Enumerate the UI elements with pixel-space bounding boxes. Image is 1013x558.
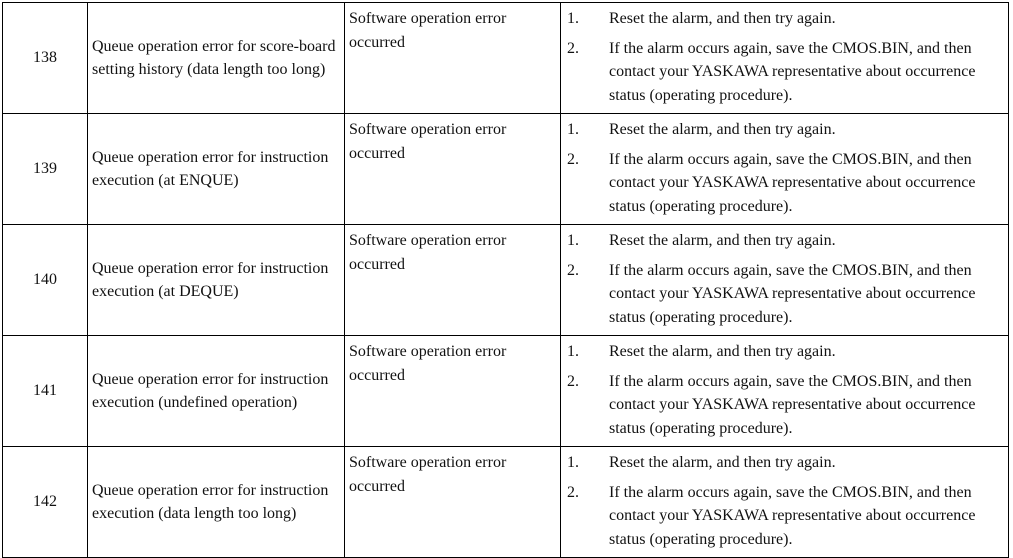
step-number: 1. [567, 121, 579, 138]
alarm-description: Queue operation error for instruction ex… [87, 113, 345, 225]
remedy-step: 1. Reset the alarm, and then try again. [567, 340, 1002, 364]
alarm-cause: Software operation error occurred [344, 224, 561, 336]
table-row: 140 Queue operation error for instructio… [2, 224, 1009, 336]
table-row: 142 Queue operation error for instructio… [2, 446, 1009, 558]
remedy-step: 2. If the alarm occurs again, save the C… [567, 148, 1002, 219]
step-text: Reset the alarm, and then try again. [609, 10, 836, 27]
remedy-step: 2. If the alarm occurs again, save the C… [567, 481, 1002, 552]
alarm-cause: Software operation error occurred [344, 446, 561, 558]
alarm-description: Queue operation error for instruction ex… [87, 335, 345, 447]
remedy-step: 2. If the alarm occurs again, save the C… [567, 37, 1002, 108]
remedy-step: 1. Reset the alarm, and then try again. [567, 229, 1002, 253]
alarm-cause: Software operation error occurred [344, 113, 561, 225]
table-row: 141 Queue operation error for instructio… [2, 335, 1009, 447]
step-text: Reset the alarm, and then try again. [609, 121, 836, 138]
step-text: If the alarm occurs again, save the CMOS… [609, 150, 976, 215]
step-text: Reset the alarm, and then try again. [609, 454, 836, 471]
alarm-description: Queue operation error for score-board se… [87, 2, 345, 114]
step-text: If the alarm occurs again, save the CMOS… [609, 483, 976, 548]
alarm-remedy: 1. Reset the alarm, and then try again. … [560, 2, 1009, 114]
alarm-cause: Software operation error occurred [344, 335, 561, 447]
step-text: If the alarm occurs again, save the CMOS… [609, 39, 976, 104]
remedy-step: 1. Reset the alarm, and then try again. [567, 118, 1002, 142]
table-row: 139 Queue operation error for instructio… [2, 113, 1009, 225]
remedy-step: 2. If the alarm occurs again, save the C… [567, 259, 1002, 330]
alarm-cause: Software operation error occurred [344, 2, 561, 114]
table-row: 138 Queue operation error for score-boar… [2, 2, 1009, 114]
alarm-remedy: 1. Reset the alarm, and then try again. … [560, 446, 1009, 558]
step-number: 1. [567, 343, 579, 360]
step-number: 2. [567, 483, 579, 501]
step-number: 2. [567, 150, 579, 168]
step-number: 1. [567, 232, 579, 249]
alarm-code: 142 [2, 446, 88, 558]
alarm-code: 140 [2, 224, 88, 336]
alarm-description: Queue operation error for instruction ex… [87, 446, 345, 558]
alarm-description: Queue operation error for instruction ex… [87, 224, 345, 336]
remedy-step: 1. Reset the alarm, and then try again. [567, 451, 1002, 475]
remedy-step: 2. If the alarm occurs again, save the C… [567, 370, 1002, 441]
step-number: 1. [567, 10, 579, 27]
alarm-remedy: 1. Reset the alarm, and then try again. … [560, 113, 1009, 225]
step-text: Reset the alarm, and then try again. [609, 232, 836, 249]
alarm-code: 141 [2, 335, 88, 447]
alarm-remedy: 1. Reset the alarm, and then try again. … [560, 224, 1009, 336]
step-text: Reset the alarm, and then try again. [609, 343, 836, 360]
step-number: 2. [567, 39, 579, 57]
step-text: If the alarm occurs again, save the CMOS… [609, 372, 976, 437]
alarm-remedy: 1. Reset the alarm, and then try again. … [560, 335, 1009, 447]
alarm-code: 139 [2, 113, 88, 225]
step-text: If the alarm occurs again, save the CMOS… [609, 261, 976, 326]
step-number: 1. [567, 454, 579, 471]
step-number: 2. [567, 261, 579, 279]
step-number: 2. [567, 372, 579, 390]
alarm-code: 138 [2, 2, 88, 114]
remedy-step: 1. Reset the alarm, and then try again. [567, 7, 1002, 31]
